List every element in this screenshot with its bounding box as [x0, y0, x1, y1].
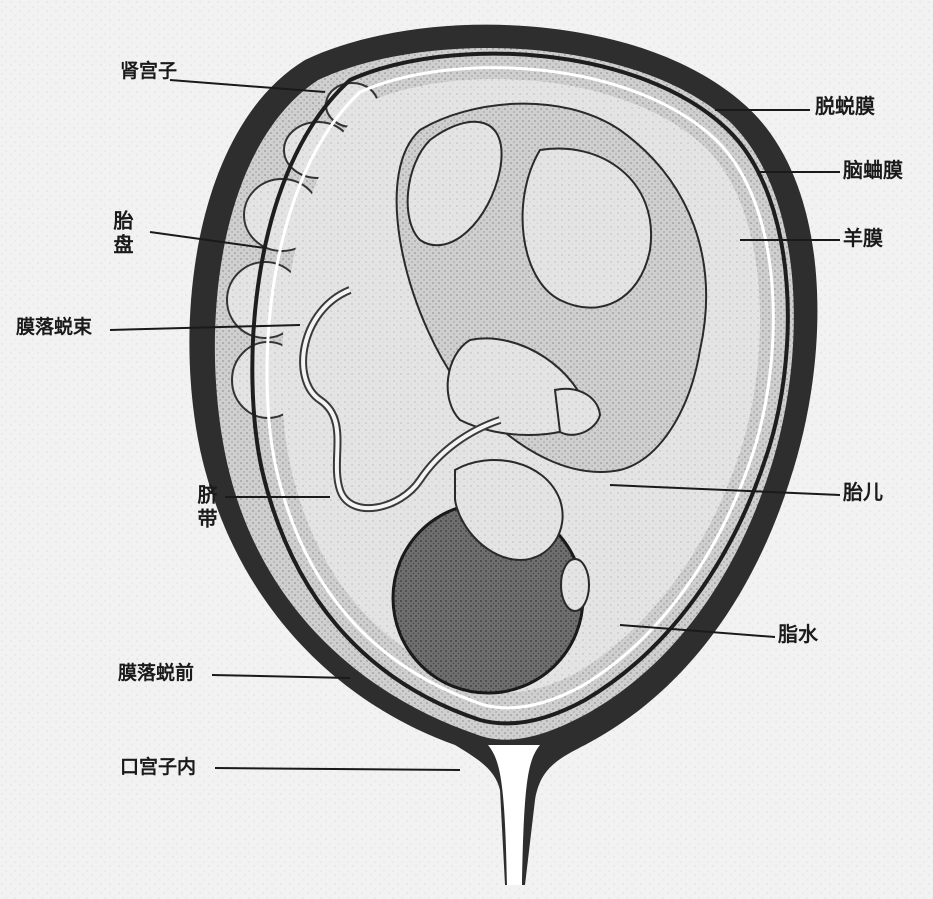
decidua-capsularis-label: 膜落蜕束: [16, 318, 92, 337]
fetal-ear: [561, 559, 589, 611]
fetus-label: 胎儿: [843, 482, 883, 502]
chorion-label: 脱蜕膜: [815, 96, 875, 116]
decidua-vera-label: 脑蛐膜: [843, 160, 903, 180]
placenta-label: 胎盘: [112, 210, 132, 258]
internal-os-label: 口宫子内: [120, 758, 196, 777]
decidua-parietalis-label: 膜落蜕前: [118, 664, 194, 683]
amniotic-fluid-label: 脂水: [778, 624, 818, 644]
amnion-label: 羊膜: [843, 228, 883, 248]
uterus-label: 肾宫子: [120, 62, 177, 81]
umbilical-cord-label: 脐带: [196, 484, 216, 532]
